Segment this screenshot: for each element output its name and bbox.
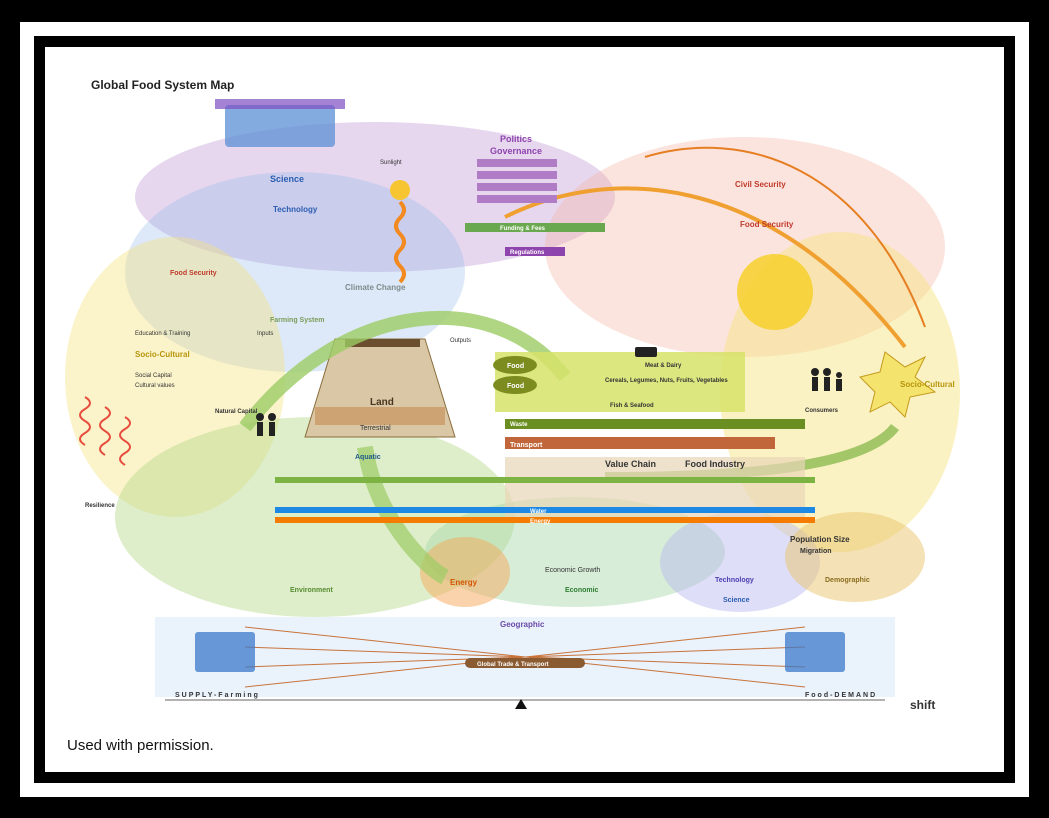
migration-label: Migration: [800, 548, 832, 555]
waste-bar: [505, 419, 805, 429]
regulations-label: Regulations: [510, 250, 545, 256]
food-pill-1: [493, 356, 537, 374]
food-security-left-label: Food Security: [170, 270, 217, 277]
balance-triangle: [515, 699, 527, 709]
gov-bar-2: [477, 171, 557, 179]
transport-bar: [505, 437, 775, 449]
map-title: Global Food System Map: [91, 78, 235, 92]
economic-growth-label: Economic Growth: [545, 567, 600, 574]
technology-bottom-label: Technology: [715, 577, 754, 584]
social-capital-label: Social Capital: [135, 373, 172, 379]
aquatic-label: Aquatic: [355, 454, 381, 461]
civil-arrow: [644, 146, 926, 328]
food-label-2: Food: [507, 383, 524, 390]
energy-label: Energy: [450, 578, 478, 587]
land-label: Land: [370, 397, 394, 408]
energy-bar-label: Energy: [530, 519, 551, 525]
cultural-values-label: Cultural values: [135, 383, 175, 389]
technology-label: Technology: [273, 205, 318, 214]
terrestrial-label: Terrestrial: [360, 425, 391, 432]
climate-change-label: Climate Change: [345, 283, 406, 292]
demographic-label: Demographic: [825, 577, 870, 584]
sun-icon: [390, 180, 410, 200]
gov-bar-4: [477, 195, 557, 203]
security-halo: [545, 137, 945, 357]
pyramid-top-band: [345, 339, 420, 347]
value-chain-label: Value Chain: [605, 459, 656, 469]
environment-flow-arrow: [239, 310, 571, 432]
brand-label: shift: [910, 698, 935, 712]
food-industry-label: Food Industry: [685, 459, 745, 469]
gov-bar-3: [477, 183, 557, 191]
socio-cultural-left-label: Socio-Cultural: [135, 350, 190, 359]
waste-label: Waste: [510, 422, 528, 428]
outputs-label: Outputs: [450, 338, 471, 344]
food-system-map: Politics Governance Science Technology C…: [65, 99, 960, 712]
world-map-right: [785, 632, 845, 672]
natural-capital-label: Natural Capital: [215, 409, 258, 415]
economic-label: Economic: [565, 587, 599, 594]
funding-label: Funding & Fees: [500, 226, 546, 232]
water-bar: [275, 507, 815, 513]
sunlight-wave: [394, 200, 406, 284]
inputs-label: Inputs: [257, 331, 273, 337]
land-band: [315, 407, 445, 425]
civil-security-label: Civil Security: [735, 180, 786, 189]
technology-halo: [660, 512, 820, 612]
socio-cultural-right-label: Socio-Cultural: [900, 380, 955, 389]
cow-icon: [635, 347, 657, 357]
resilience-ray-1: [79, 396, 91, 446]
global-trade-pill: [465, 658, 585, 668]
environment-down-arrow: [357, 445, 450, 585]
environment-bar: [275, 477, 815, 483]
politics-label: Politics: [500, 134, 532, 144]
perception-sun: [737, 254, 813, 330]
food-label-1: Food: [507, 363, 524, 370]
resilience-label: Resilience: [85, 503, 115, 509]
resilience-ray-2: [99, 406, 111, 456]
food-security-right-label: Food Security: [740, 220, 794, 229]
supply-farming-label: SUPPLY-Farming: [175, 692, 260, 699]
food-pill-2: [493, 376, 537, 394]
meat-dairy-label: Meat & Dairy: [645, 363, 682, 369]
world-map-top: [225, 105, 335, 147]
value-chain-block: [495, 352, 745, 412]
permission-caption: Used with permission.: [67, 737, 214, 754]
consumers-label: Consumers: [805, 408, 839, 414]
fish-seafood-label: Fish & Seafood: [610, 403, 654, 409]
funding-bar: [465, 223, 605, 232]
science-label: Science: [270, 174, 304, 184]
transport-label: Transport: [510, 442, 543, 449]
gov-bar-1: [477, 159, 557, 167]
energy-bar-line: [275, 517, 815, 523]
world-map-left: [195, 632, 255, 672]
farmers-icon: [256, 413, 276, 436]
global-trade-label: Global Trade & Transport: [477, 662, 549, 668]
resilience-ray-3: [119, 416, 131, 466]
wellbeing-badge: [859, 351, 937, 418]
energy-halo: [420, 537, 510, 607]
governance-label: Governance: [490, 146, 542, 156]
population-size-label: Population Size: [790, 535, 850, 544]
regulations-bar: [505, 247, 565, 256]
science-bottom-label: Science: [723, 597, 750, 604]
demographic-halo: [785, 512, 925, 602]
consumers-icon: [811, 368, 842, 391]
map-paper: Global Food System Map: [45, 47, 1004, 772]
geographic-label: Geographic: [500, 620, 545, 629]
social-halo-left: [65, 237, 285, 517]
cereals-label: Cereals, Legumes, Nuts, Fruits, Vegetabl…: [605, 378, 728, 384]
environment-label: Environment: [290, 587, 333, 594]
food-demand-label: Food-DEMAND: [805, 692, 877, 699]
education-label: Education & Training: [135, 331, 190, 337]
sunlight-label: Sunlight: [380, 160, 402, 166]
trade-lines: [244, 626, 806, 688]
geopolitics-band: [215, 99, 345, 109]
farming-system-label: Farming System: [270, 317, 324, 324]
water-label: Water: [530, 509, 547, 515]
